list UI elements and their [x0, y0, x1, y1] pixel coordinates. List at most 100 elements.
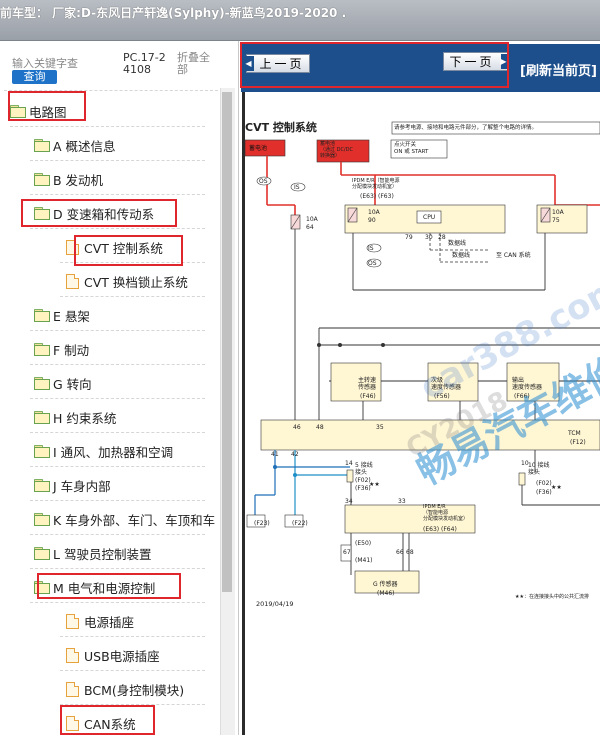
divider	[30, 330, 205, 331]
pin-label: 28	[438, 234, 446, 241]
divider	[60, 636, 205, 637]
folder-open-icon	[10, 105, 26, 118]
tree-item-hvac[interactable]: I 通风、加热器和空调	[34, 442, 173, 460]
joint-connector-1	[346, 469, 354, 483]
tree-item-bcm[interactable]: BCM(身控制模块)	[66, 680, 184, 698]
folder-icon	[34, 139, 50, 152]
tree-item-driver-controls[interactable]: L 驾驶员控制装置	[34, 544, 151, 562]
folder-icon	[34, 377, 50, 390]
tree-item-body-interior[interactable]: J 车身内部	[34, 476, 111, 494]
connector-f22-label: (F22)	[292, 520, 308, 527]
tree-item-label: H 约束系统	[53, 410, 117, 426]
tree-item-label: 电路图	[29, 104, 67, 120]
tree-item-circuit-diagram[interactable]: 电路图	[10, 102, 67, 120]
folder-icon	[34, 513, 50, 526]
ipdm-lower-box	[344, 504, 476, 534]
document-icon	[66, 613, 79, 629]
search-button[interactable]: 查询	[12, 70, 57, 84]
tree-item-cvt-shift-lock[interactable]: CVT 换档锁止系统	[66, 272, 188, 290]
document-icon	[66, 273, 79, 289]
tree-item-power-outlet[interactable]: 电源插座	[66, 612, 134, 630]
folder-open-icon	[34, 207, 50, 220]
pin-label: 79	[405, 234, 413, 241]
ignition-label: 点火开关 ON 或 START	[394, 142, 429, 155]
connector-e50	[340, 544, 352, 562]
prev-page-button[interactable]: ◀ 上一页	[245, 54, 310, 73]
collapse-all-button[interactable]: 折叠全部	[177, 51, 210, 76]
folder-icon	[34, 479, 50, 492]
tree-item-usb-outlet[interactable]: USB电源插座	[66, 646, 160, 664]
tree-item-label: G 转向	[53, 376, 92, 392]
sensor-connector: (F46)	[360, 393, 376, 400]
divider	[30, 398, 205, 399]
os-label: OS	[259, 178, 268, 185]
ipdm-connector: (E63) (F63)	[360, 193, 394, 200]
tree-item-label: BCM(身控制模块)	[84, 682, 185, 698]
tree-item-restraints[interactable]: H 约束系统	[34, 408, 116, 426]
folder-icon	[34, 445, 50, 458]
doc-code: PC.17-24108	[123, 51, 166, 76]
ipdm-label: IPDM E/R（智能电源 分配模块发动机室）	[352, 178, 400, 190]
divider	[30, 466, 205, 467]
divider	[30, 194, 205, 195]
tree-item-suspension[interactable]: E 悬架	[34, 306, 90, 324]
tcm-connector: (F12)	[570, 439, 586, 446]
pin-label: 34	[345, 498, 353, 505]
pin-label: 46	[293, 424, 301, 431]
battery-dcdc-box	[316, 139, 370, 163]
fuse-rating: 10A	[306, 216, 318, 223]
tree-item-label: D 变速箱和传动系	[53, 206, 155, 222]
tree-item-steering[interactable]: G 转向	[34, 374, 92, 392]
data-line-label: 数据线	[452, 252, 471, 259]
is-marker	[366, 243, 382, 253]
divider	[4, 90, 218, 91]
tree-item-cvt-control[interactable]: CVT 控制系统	[66, 238, 163, 256]
divider	[30, 228, 205, 229]
divider	[60, 262, 205, 263]
cpu-box	[416, 210, 442, 224]
pin-label: 42	[291, 451, 299, 458]
joint-connector-label: (F02)	[355, 477, 371, 484]
vehicle-title: 前车型： 厂家:D-东风日产轩逸(Sylphy)-新蓝鸟2019-2020 .	[0, 6, 347, 20]
pin-label: 30	[425, 234, 433, 241]
diagram-note: 请参考电源、接地和电路元件部分，了解整个电路的详情。	[394, 125, 538, 131]
scrollbar-thumb[interactable]	[222, 92, 232, 592]
search-input[interactable]: 输入关键字查	[12, 57, 78, 70]
wiring-diagram-frame	[242, 92, 600, 735]
diagram-title: CVT 控制系统	[245, 121, 317, 134]
connector-f22	[284, 514, 304, 528]
tree-item-brakes[interactable]: F 制动	[34, 340, 89, 358]
battery-box	[245, 139, 286, 157]
tcm-box	[260, 419, 600, 451]
connector-f23-label: (F23)	[254, 520, 270, 527]
tree-item-electrical[interactable]: M 电气和电源控制	[34, 578, 155, 596]
tcm-label: TCM	[568, 430, 581, 437]
tree-item-label: K 车身外部、车门、车顶和车	[53, 512, 216, 528]
tree-item-body-exterior[interactable]: K 车身外部、车门、车顶和车	[34, 510, 215, 528]
pin-label: 10	[521, 460, 529, 467]
divider	[60, 670, 205, 671]
divider	[30, 602, 205, 603]
divider	[10, 126, 205, 127]
folder-icon	[34, 547, 50, 560]
tree-item-can-system[interactable]: CAN系统	[66, 714, 136, 732]
next-page-button[interactable]: 下一页 ▶	[443, 52, 509, 71]
pin-label: 35	[376, 424, 384, 431]
document-icon	[66, 239, 79, 255]
is-label: IS	[368, 245, 374, 252]
tree-item-label: B 发动机	[53, 172, 104, 188]
output-speed-sensor	[506, 362, 560, 402]
tree-item-overview[interactable]: A 概述信息	[34, 136, 116, 154]
tree-item-transmission[interactable]: D 变速箱和传动系	[34, 204, 154, 222]
divider	[30, 364, 205, 365]
folder-icon	[34, 411, 50, 424]
star-mark: ★★	[551, 484, 562, 491]
refresh-page-link[interactable]: [刷新当前页]	[520, 64, 597, 79]
tree-item-label: 电源插座	[84, 614, 135, 630]
ipdm-lower-label: IPDM E/R （智能电源 分配模块发动机室）	[423, 504, 469, 522]
tree-item-engine[interactable]: B 发动机	[34, 170, 103, 188]
tree-item-label: I 通风、加热器和空调	[53, 444, 174, 460]
fuse-number: 64	[306, 224, 314, 231]
cpu-label: CPU	[423, 214, 436, 221]
sensor-label: 次级 速度传感器	[431, 377, 462, 391]
